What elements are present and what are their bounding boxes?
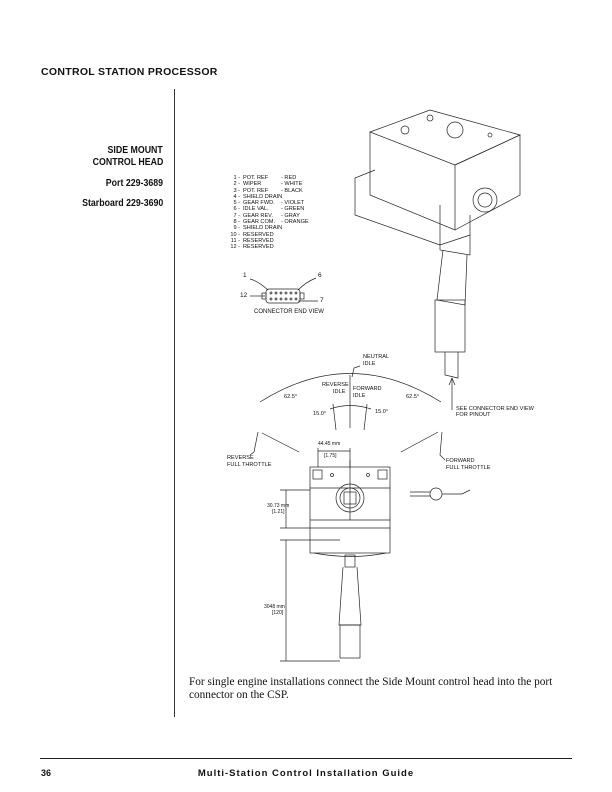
height-in: [1.21] [272, 509, 285, 515]
footer-title: Multi-Station Control Installation Guide [197, 768, 415, 779]
pinout-row: 6 -IDLE VAL. - GREEN [228, 206, 311, 212]
body-paragraph: For single engine installations connect … [189, 676, 553, 701]
pin-num: 11 - [230, 237, 240, 244]
connector-caption: CONNECTOR END VIEW [254, 309, 324, 315]
control-head-front-view [280, 448, 391, 662]
pinout-row: 4 -SHIELD DRAIN [228, 194, 311, 200]
forward-full-label-2: FULL THROTTLE [446, 465, 491, 471]
sidebar-title-1: SIDE MOUNT [107, 145, 163, 156]
pin-color: - BLACK [281, 187, 303, 194]
pin-name: IDLE VAL. [243, 206, 269, 213]
pin-num: 12 - [230, 244, 240, 251]
pinout-row: 5 -GEAR FWD. - VIOLET [228, 200, 311, 206]
sidebar-title-2: CONTROL HEAD [92, 157, 163, 168]
pin-num: 9 - [233, 225, 240, 232]
pin-name: SHIELD DRAIN [243, 193, 283, 200]
pin-name: RESERVED [243, 237, 274, 244]
pin-name: GEAR COM. [243, 219, 276, 226]
pin-num: 8 - [233, 219, 240, 226]
pin-name: POT. REF [243, 187, 269, 194]
pinout-row: 7 -GEAR REV. - GRAY [228, 213, 311, 219]
footer-rule [40, 758, 572, 759]
section-header: CONTROL STATION PROCESSOR [41, 66, 218, 78]
idle-angle-right: 15.0° [375, 409, 389, 415]
control-head-iso [354, 109, 522, 410]
lever-in: [120] [272, 610, 284, 617]
pin-name: SHIELD DRAIN [243, 225, 283, 232]
pin-color: - VIOLET [281, 200, 305, 207]
pinout-row: 3 -POT. REF - BLACK [228, 188, 311, 194]
pinout-row: 8 -GEAR COM. - ORANGE [228, 219, 311, 225]
pin-name: WIPER [243, 181, 262, 188]
pin-num: 7 - [233, 212, 240, 219]
pin-1-label: 1 [243, 272, 247, 279]
lever-mm: 3048 mm [264, 604, 285, 611]
forward-full-label: FORWARD [446, 458, 475, 464]
pin-num: 2 - [233, 181, 240, 188]
pinout-row: 9 -SHIELD DRAIN [228, 225, 311, 231]
height-mm: 30.73 mm [267, 503, 290, 509]
reverse-idle-label: REVERSE [322, 382, 349, 388]
pin-name: POT. REF [243, 175, 269, 181]
angle-left: 62.5° [284, 394, 298, 400]
reverse-full-label-2: FULL THROTTLE [227, 462, 272, 468]
pin-name: RESERVED [243, 231, 274, 238]
forward-idle-label-2: IDLE [353, 393, 366, 399]
connector-end-view [249, 277, 319, 304]
reverse-idle-label-2: IDLE [333, 389, 346, 395]
width-mm: 44.45 mm [318, 441, 341, 447]
pin-12-label: 12 [240, 292, 248, 299]
reverse-full-label: REVERSE [227, 455, 254, 461]
pin-num: 3 - [233, 187, 240, 194]
pin-name: GEAR FWD. [243, 200, 275, 207]
starboard-part-number: Starboard 229-3690 [81, 198, 163, 209]
pin-name: GEAR REV. [243, 212, 273, 219]
pinout-row: 2 -WIPER - WHITE [228, 181, 311, 187]
lever-travel-diagram [249, 365, 446, 461]
pin-7-label: 7 [320, 297, 324, 304]
port-part-number: Port 229-3689 [105, 178, 163, 189]
idle-angle-left: 15.0° [313, 411, 327, 417]
neutral-label-2: IDLE [363, 361, 376, 367]
pin-num: 6 - [233, 206, 240, 213]
pinout-row: 11 -RESERVED [228, 238, 311, 244]
pin-num: 1 - [233, 175, 240, 181]
callout-line-2: FOR PINOUT [456, 412, 491, 418]
pin-color: - GREEN [281, 206, 305, 213]
pin-num: 5 - [233, 200, 240, 207]
pin-color: - RED [281, 175, 297, 181]
pin-name: RESERVED [243, 244, 274, 251]
angle-right: 62.5° [406, 394, 420, 400]
pin-color: - GRAY [281, 212, 300, 219]
forward-idle-label: FORWARD [353, 386, 382, 392]
pin-color: - WHITE [281, 181, 303, 188]
pinout-row: 10 -RESERVED [228, 232, 311, 238]
callout-line-1: SEE CONNECTOR END VIEW [456, 406, 534, 412]
pinout-row: 1 -POT. REF - RED [228, 175, 311, 181]
column-divider [174, 89, 175, 717]
pin-6-label: 6 [318, 272, 322, 279]
pin-num: 10 - [230, 231, 240, 238]
pinout-row: 12 -RESERVED [228, 244, 311, 250]
pin-color: - ORANGE [281, 219, 309, 226]
lever-side-icon [410, 487, 471, 501]
pin-num: 4 - [233, 193, 240, 200]
page-number: 36 [41, 768, 52, 778]
neutral-label: NEUTRAL [363, 354, 390, 360]
width-in: [1.75] [324, 453, 337, 459]
